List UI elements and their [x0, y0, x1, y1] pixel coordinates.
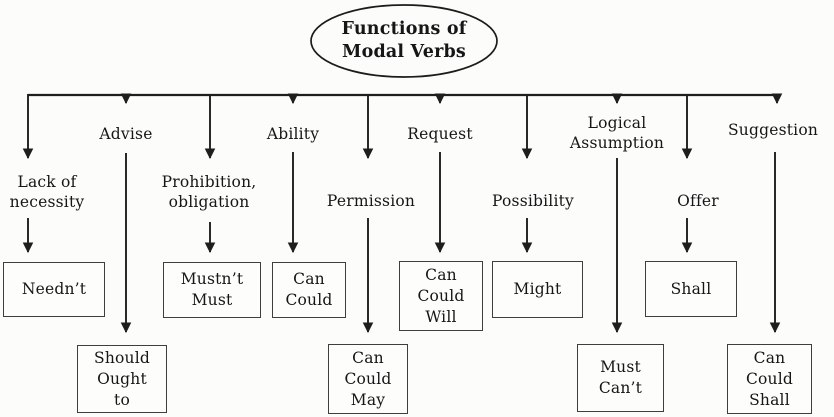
diagram-title: Functions of Modal Verbs: [341, 19, 467, 62]
modal-box-can-could-shall: Can Could Shall: [727, 344, 812, 414]
function-label-possibility: Possibility: [492, 192, 574, 210]
connector-column-suggestion: [769, 93, 783, 334]
title-ellipse-outline: [310, 4, 498, 78]
function-label-offer: Offer: [677, 192, 719, 210]
modal-box-neednt: Needn’t: [3, 262, 105, 317]
function-label-ability: Ability: [266, 125, 320, 143]
modal-box-can-could-may: Can Could May: [328, 344, 408, 414]
function-label-permission: Permission: [326, 192, 416, 210]
modal-box-shall: Shall: [645, 261, 737, 317]
modal-box-might: Might: [492, 261, 583, 318]
function-label-advise: Advise: [99, 125, 153, 143]
modal-box-can-could-will: Can Could Will: [399, 261, 483, 331]
modal-box-should-ought-to: Should Ought to: [77, 345, 167, 413]
modal-box-mustnt-must: Mustn’t Must: [163, 262, 261, 318]
function-label-prohibition-obligation: Prohibition, obligation: [161, 173, 257, 211]
modal-box-can-could: Can Could: [272, 262, 346, 318]
function-label-request: Request: [407, 125, 473, 143]
function-label-lack-of-necessity: Lack of necessity: [9, 173, 85, 211]
function-label-logical-assumption: Logical Assumption: [569, 114, 665, 152]
modal-box-must-cant: Must Can’t: [577, 344, 664, 412]
function-label-suggestion: Suggestion: [727, 121, 819, 139]
